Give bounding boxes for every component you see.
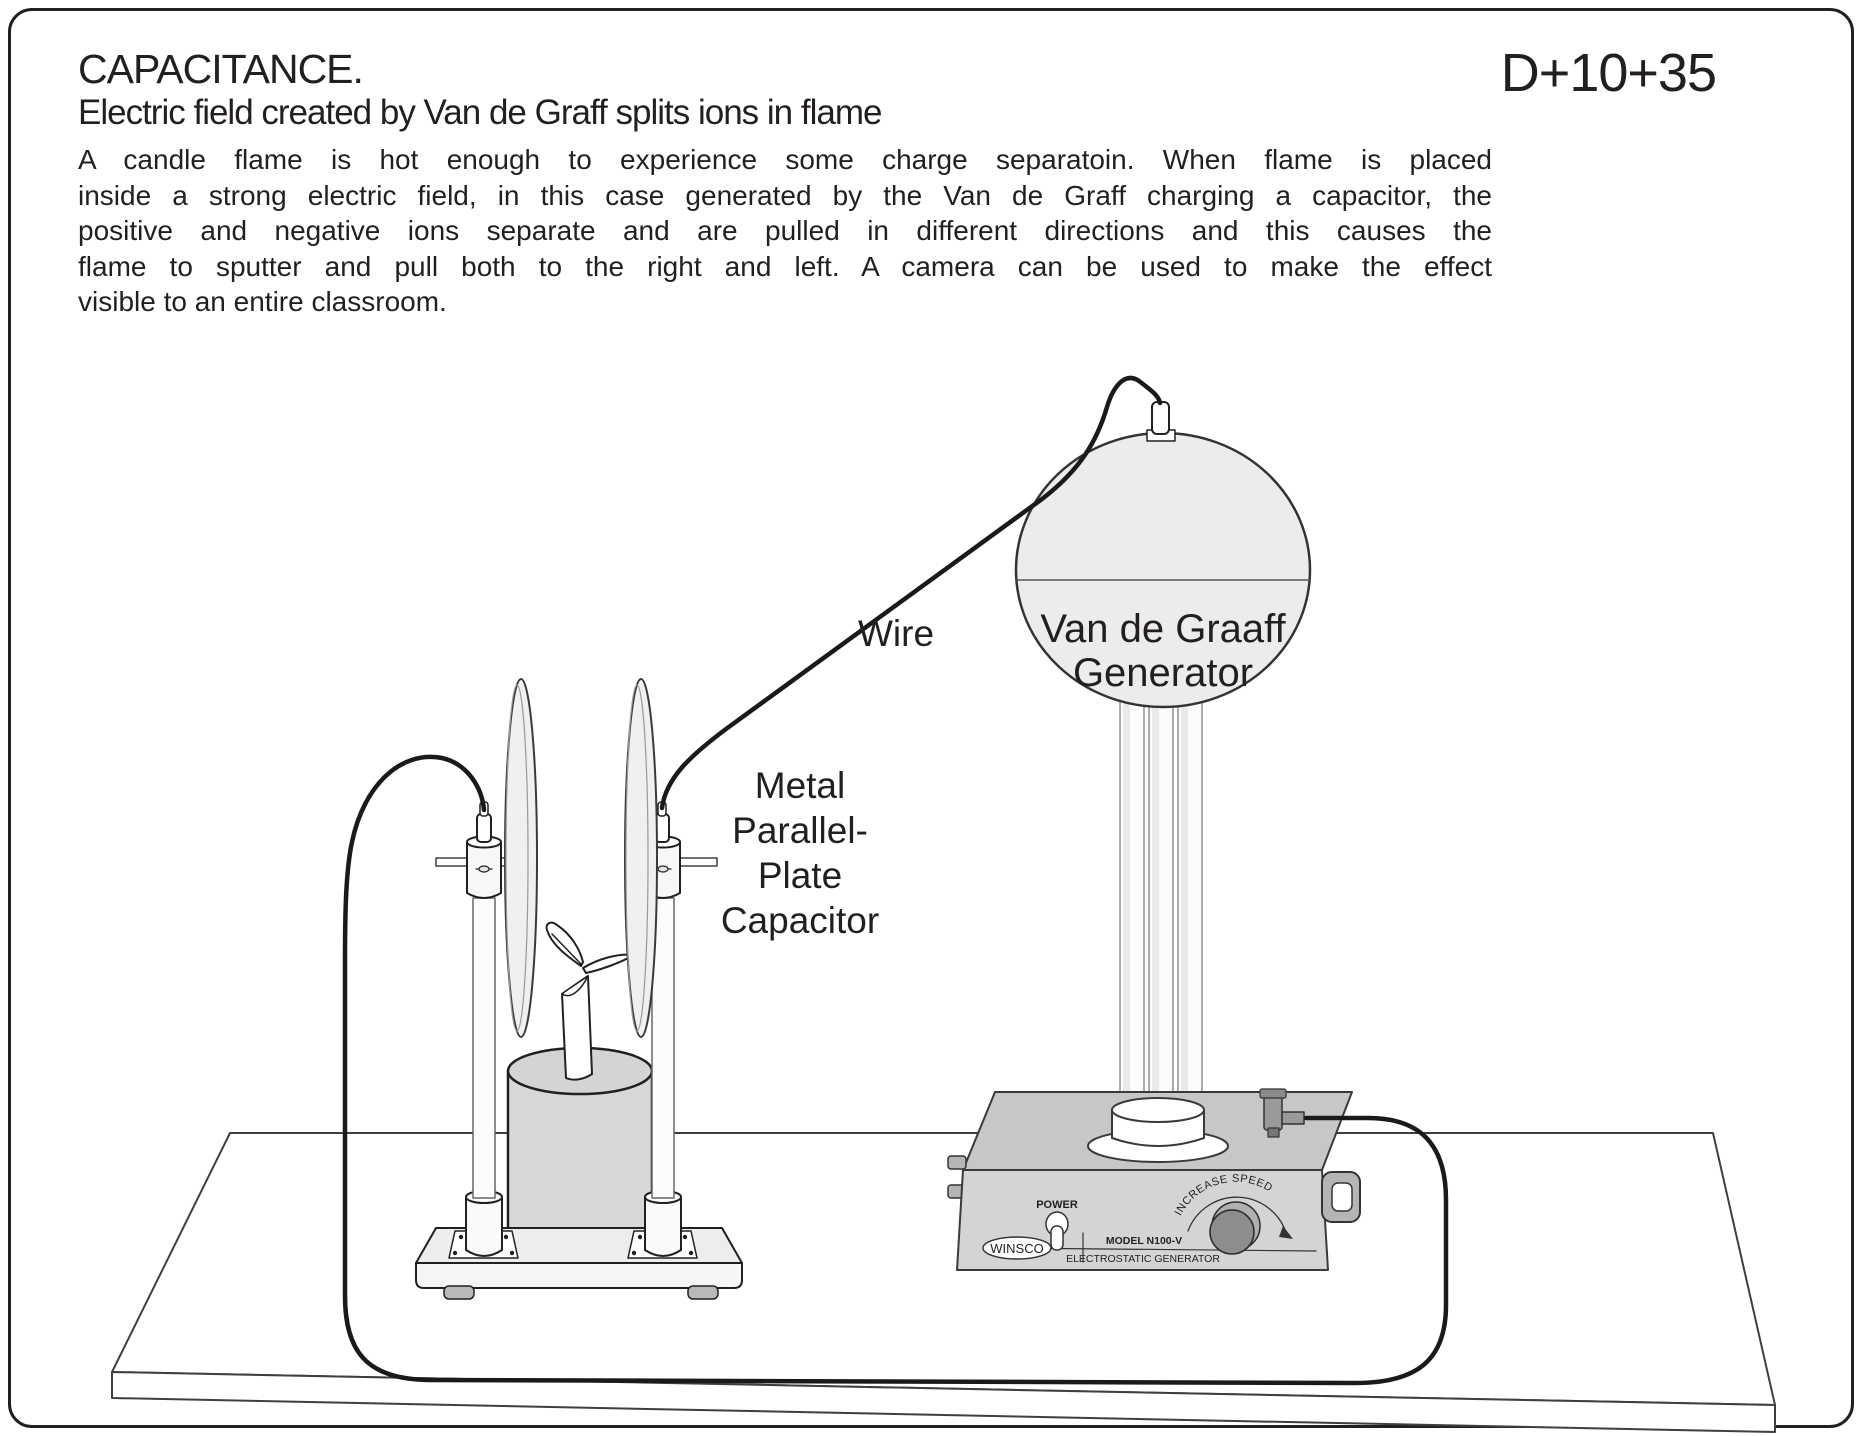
capacitor-label-line3: Plate [758,855,842,896]
post-sleeve-right [644,1196,682,1257]
right-handle [1321,1171,1361,1223]
description-paragraph: A candle flame is hot enough to experien… [78,142,1492,320]
generator-label-line2: Generator [1073,651,1253,695]
clamp-screw-right [657,865,669,873]
capacitor-plate-right [624,678,658,1038]
wire-label: Wire [858,613,934,654]
brand-oval [982,1236,1052,1260]
capacitor-base-foot [443,1285,475,1300]
power-switch [1045,1211,1069,1251]
capacitor-base-front [415,1262,743,1289]
capacitor-label-line1: Metal [755,765,845,806]
flame-right-petal [582,953,635,974]
capacitor-base-foot [687,1285,719,1300]
capacitor-plate-left [504,678,538,1038]
mount-screws-left [452,1234,515,1256]
clamp-screw-left [478,865,490,873]
description-line: positive and negative ions separate and … [78,215,1492,246]
column-collar-top [1111,1097,1205,1123]
table-top [111,1132,1776,1406]
capacitor-label-line2: Parallel- [732,810,868,851]
description-line: flame to sputter and pull both to the ri… [78,250,1492,282]
description-line: inside a strong electric field, in this … [78,179,1492,211]
page-subtitle: Electric field created by Van de Graff s… [78,93,882,132]
page-border [8,8,1854,1428]
crossbar-left-long [435,857,469,867]
left-handle-stub [947,1155,967,1170]
candle [561,975,593,1081]
generator-column [1119,699,1203,1113]
crossbar-right-long [678,857,718,867]
mount-screws-right [631,1234,694,1256]
demo-code: D+10+35 [1500,43,1717,103]
candle-top [561,975,589,997]
hv-wire [659,375,1163,811]
brand-label: WINSCO [990,1241,1043,1256]
description-line: visible to an entire classroom. [78,286,447,317]
speed-arrow-arc [1187,1196,1288,1237]
clamp-left [435,801,515,899]
device-type-label: ELECTROSTATIC GENERATOR [1066,1253,1220,1265]
speed-knob [1209,1201,1261,1255]
terminal-nipple-left [476,813,492,843]
capacitor-label-line4: Capacitor [721,900,879,941]
page-title: CAPACITANCE. [78,46,364,92]
power-label: POWER [1036,1199,1078,1211]
flame-left-petal [545,921,584,967]
table-front-edge [111,1371,1776,1433]
sphere-terminal [1146,401,1176,442]
post-sleeve-left [465,1196,503,1257]
flame-wick [551,933,582,965]
support-post-left [472,897,496,1199]
model-label: MODEL N100-V [1106,1235,1182,1247]
speed-arrow-head [1279,1226,1293,1239]
generator-label-line1: Van de Graaff [1040,607,1286,651]
description-line: A candle flame is hot enough to experien… [78,144,1492,175]
ground-wire [342,754,1449,1386]
